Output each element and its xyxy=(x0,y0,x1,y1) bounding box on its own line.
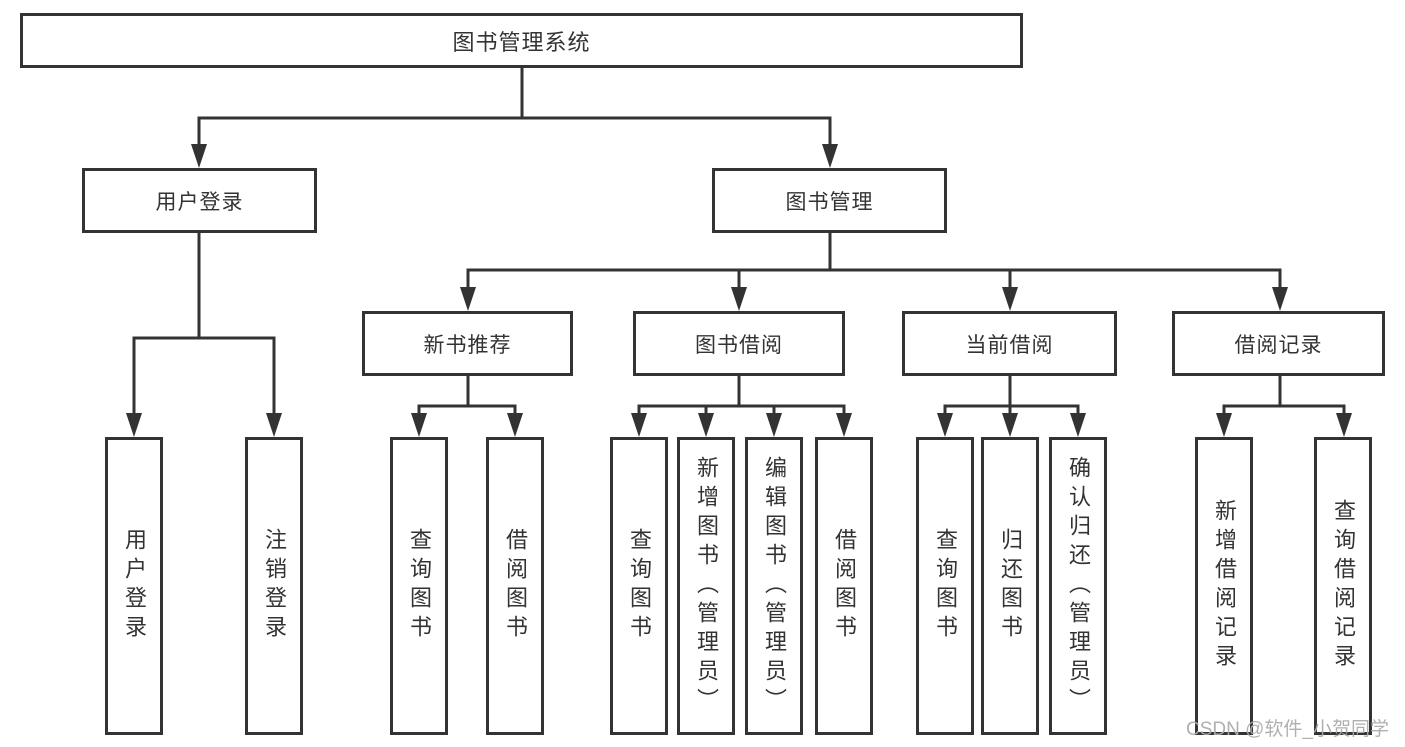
leaf-query-borrow-record-label: 查询借阅记录 xyxy=(1331,499,1356,673)
node-root-label: 图书管理系统 xyxy=(452,29,591,55)
leaf-user-login: 用户登录 xyxy=(105,437,163,735)
leaf-logout: 注销登录 xyxy=(245,437,303,735)
leaf-query-books-current-label: 查询图书 xyxy=(933,528,958,644)
node-user-login-label: 用户登录 xyxy=(155,190,244,214)
leaf-confirm-return-admin: 确认归还（管理员） xyxy=(1049,437,1107,735)
leaf-query-books-recommend-label: 查询图书 xyxy=(407,528,432,644)
node-new-book-recommend: 新书推荐 xyxy=(362,311,573,376)
connector-user-login-to-leaves xyxy=(126,233,282,437)
node-new-book-recommend-label: 新书推荐 xyxy=(423,333,512,357)
leaf-edit-books-admin-label: 编辑图书（管理员） xyxy=(762,455,787,717)
leaf-borrow-books-recommend: 借阅图书 xyxy=(486,437,544,735)
leaf-add-borrow-record-label: 新增借阅记录 xyxy=(1212,499,1237,673)
node-book-borrow: 图书借阅 xyxy=(633,311,845,376)
leaf-query-books-borrow: 查询图书 xyxy=(610,437,668,735)
node-current-borrow: 当前借阅 xyxy=(902,311,1117,376)
leaf-add-borrow-record: 新增借阅记录 xyxy=(1195,437,1253,735)
leaf-query-books-recommend: 查询图书 xyxy=(390,437,448,735)
leaf-edit-books-admin: 编辑图书（管理员） xyxy=(745,437,803,735)
node-book-management: 图书管理 xyxy=(712,168,947,233)
node-borrow-records-label: 借阅记录 xyxy=(1234,333,1323,357)
connector-book-borrow-to-leaves xyxy=(631,376,852,437)
connector-current-borrow-to-leaves xyxy=(937,376,1086,437)
leaf-add-books-admin: 新增图书（管理员） xyxy=(677,437,735,735)
leaf-add-books-admin-label: 新增图书（管理员） xyxy=(694,455,719,717)
leaf-return-books: 归还图书 xyxy=(981,437,1039,735)
leaf-logout-label: 注销登录 xyxy=(262,528,287,644)
leaf-borrow-books-label: 借阅图书 xyxy=(832,528,857,644)
node-book-borrow-label: 图书借阅 xyxy=(695,333,783,357)
leaf-borrow-books-recommend-label: 借阅图书 xyxy=(503,528,528,644)
node-borrow-records: 借阅记录 xyxy=(1172,311,1385,376)
node-current-borrow-label: 当前借阅 xyxy=(965,333,1054,357)
node-user-login: 用户登录 xyxy=(82,168,317,233)
node-root-system: 图书管理系统 xyxy=(20,13,1023,68)
connector-new-book-recommend-to-leaves xyxy=(411,376,523,437)
leaf-borrow-books: 借阅图书 xyxy=(815,437,873,735)
connector-book-management-to-level3 xyxy=(460,233,1288,311)
leaf-query-books-current: 查询图书 xyxy=(916,437,974,735)
leaf-query-borrow-record: 查询借阅记录 xyxy=(1314,437,1372,735)
node-book-management-label: 图书管理 xyxy=(785,190,874,214)
leaf-confirm-return-admin-label: 确认归还（管理员） xyxy=(1066,455,1091,717)
connector-root-to-level2 xyxy=(191,66,838,168)
leaf-user-login-label: 用户登录 xyxy=(122,528,147,644)
csdn-watermark: CSDN @软件_小贺同学 xyxy=(1186,719,1389,740)
connector-borrow-records-to-leaves xyxy=(1216,376,1352,437)
leaf-return-books-label: 归还图书 xyxy=(998,528,1023,644)
leaf-query-books-borrow-label: 查询图书 xyxy=(627,528,652,644)
